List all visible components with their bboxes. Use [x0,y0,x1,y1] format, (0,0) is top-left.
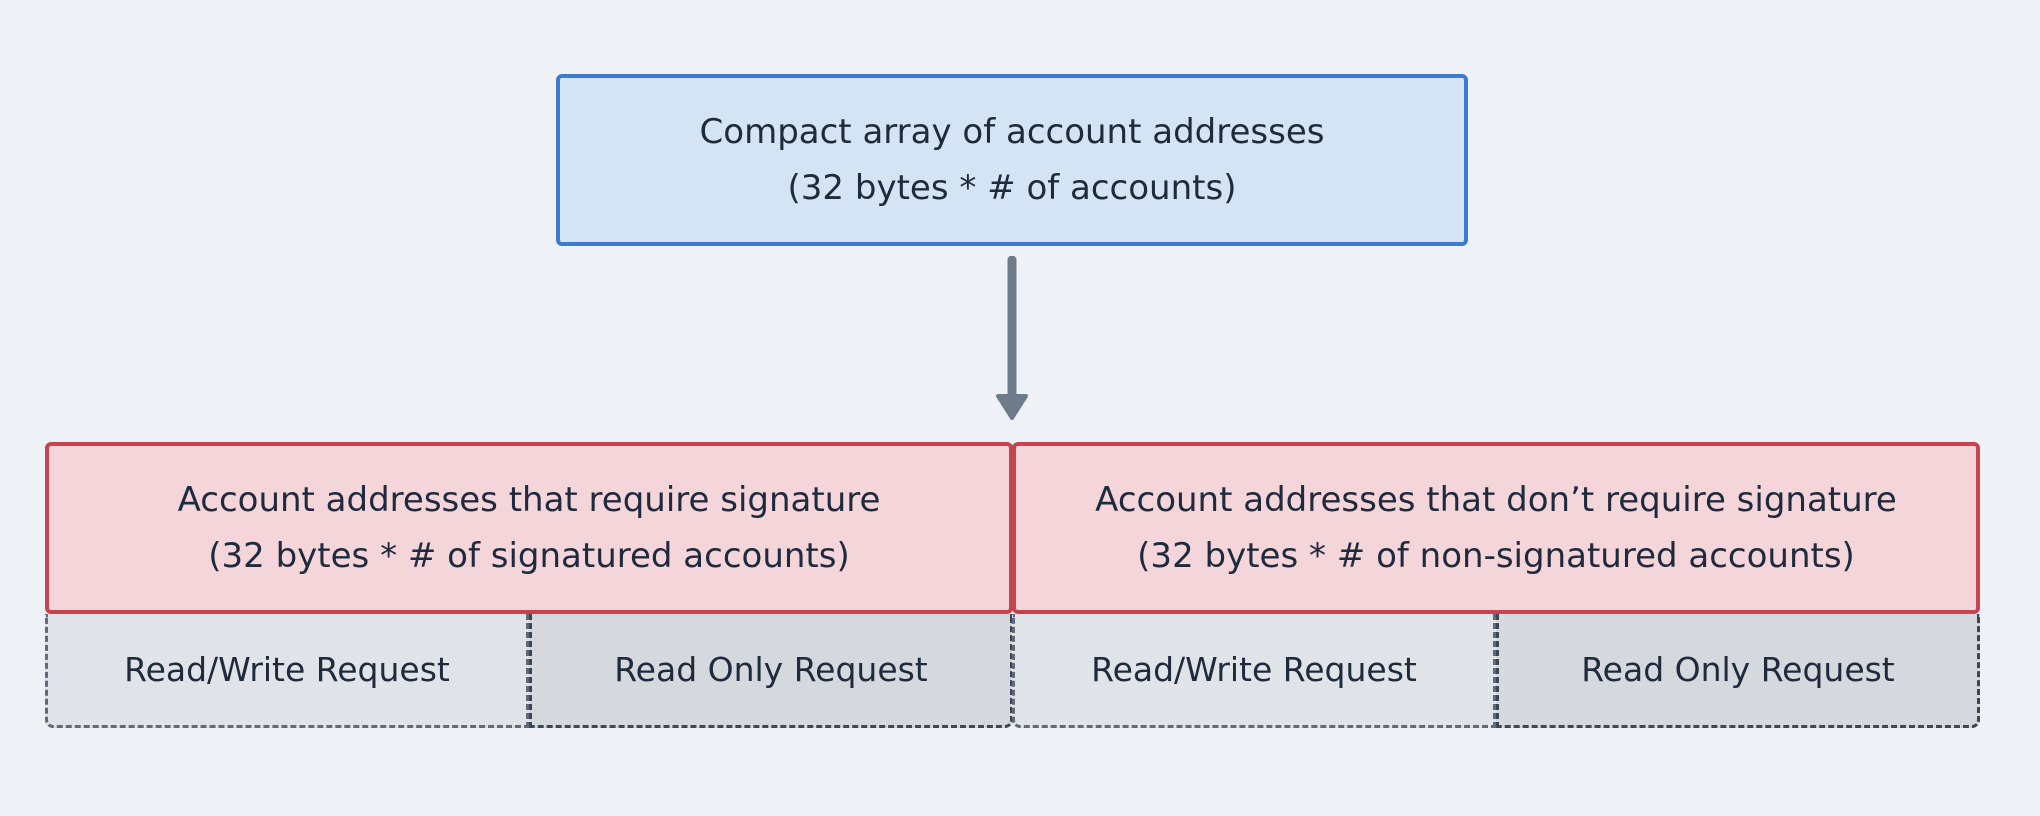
unsigned-accounts-box: Account addresses that don’t require sig… [1012,442,1980,614]
signed-accounts-title: Account addresses that require signature [177,480,881,520]
account-addresses-array-size: (32 bytes * # of accounts) [787,168,1237,208]
signed-read-write-request: Read/Write Request [45,614,529,728]
signed-read-only-request: Read Only Request [529,614,1013,728]
signed-accounts-box: Account addresses that require signature… [45,442,1013,614]
unsigned-read-write-label: Read/Write Request [1091,649,1417,689]
signed-accounts-size: (32 bytes * # of signatured accounts) [208,536,850,576]
unsigned-accounts-size: (32 bytes * # of non-signatured accounts… [1137,536,1855,576]
account-addresses-array-box: Compact array of account addresses (32 b… [556,74,1468,246]
unsigned-read-write-request: Read/Write Request [1012,614,1496,728]
unsigned-accounts-title: Account addresses that don’t require sig… [1095,480,1897,520]
signed-read-only-label: Read Only Request [614,649,928,689]
signed-read-write-label: Read/Write Request [124,649,450,689]
down-arrow-icon [996,256,1028,420]
account-addresses-array-title: Compact array of account addresses [699,112,1325,152]
unsigned-read-only-label: Read Only Request [1581,649,1895,689]
unsigned-read-only-request: Read Only Request [1496,614,1980,728]
